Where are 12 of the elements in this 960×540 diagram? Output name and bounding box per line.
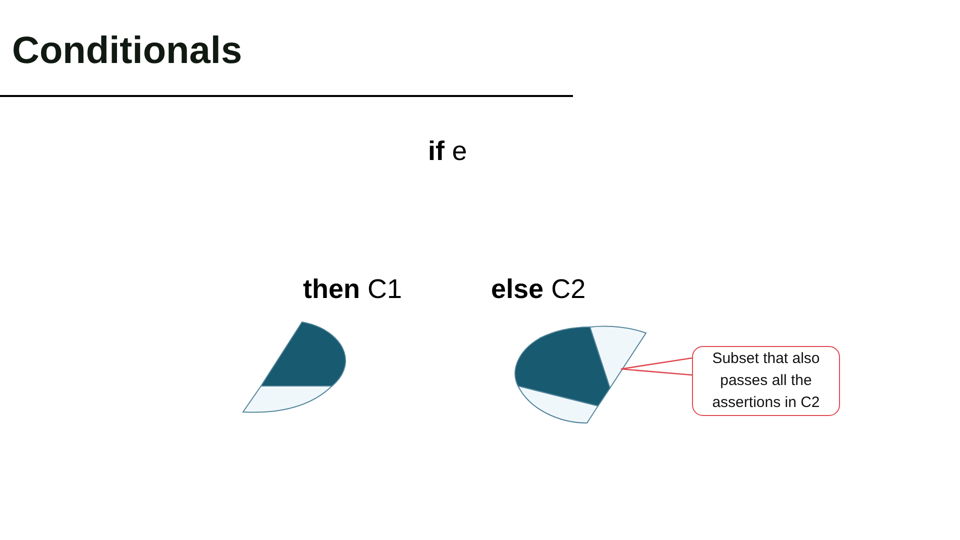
condition-label: if e: [428, 136, 468, 167]
callout-box: [692, 346, 840, 416]
shaded-region: [260, 321, 346, 386]
unshaded-region: [242, 385, 332, 413]
callout-pointer: [620, 357, 693, 376]
callout-text: Subset that also passes all the assertions in C2: [711, 349, 821, 413]
shaded-region: [514, 326, 610, 406]
slide-title: Conditionals: [12, 29, 242, 73]
unshaded-region: [517, 385, 598, 423]
subset-region: [589, 325, 646, 388]
else-branch-label: else C2: [491, 274, 586, 305]
then-branch-label: then C1: [303, 274, 402, 305]
